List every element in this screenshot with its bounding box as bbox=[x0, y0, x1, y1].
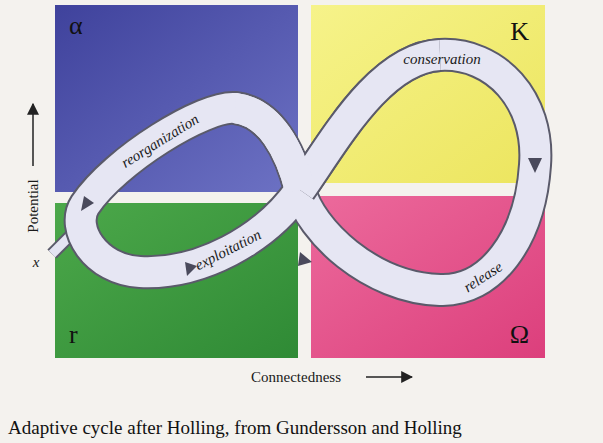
quadrant-letter: K bbox=[510, 19, 529, 45]
phase-label: conservation bbox=[403, 51, 480, 68]
crossing-band bbox=[300, 55, 440, 190]
crossing-band-outline bbox=[300, 55, 440, 190]
connectedness-axis-arrow bbox=[366, 376, 412, 378]
axis-label: Connectedness bbox=[251, 369, 341, 386]
quadrant-letter: Ω bbox=[510, 322, 529, 348]
quadrant-letter: α bbox=[69, 13, 83, 39]
cycle-band bbox=[81, 55, 536, 290]
omega-quadrant: Ω bbox=[311, 196, 545, 358]
axis-label: Potential bbox=[25, 179, 42, 232]
crossing-band-top bbox=[235, 108, 300, 190]
k-quadrant: K bbox=[311, 5, 545, 183]
r-quadrant: r bbox=[55, 203, 298, 358]
flow-arrowhead bbox=[81, 196, 94, 211]
figure-caption: Adaptive cycle after Holling, from Gunde… bbox=[8, 418, 462, 439]
start-marker: x bbox=[33, 254, 40, 271]
flow-arrowhead bbox=[528, 158, 542, 173]
alpha-quadrant: α bbox=[55, 5, 298, 192]
cycle-band-outline bbox=[81, 55, 536, 290]
alpha-quadrant-fill bbox=[55, 5, 298, 192]
flow-arrowhead bbox=[298, 252, 312, 266]
quadrant-letter: r bbox=[69, 322, 78, 348]
potential-axis-arrow bbox=[32, 104, 34, 166]
